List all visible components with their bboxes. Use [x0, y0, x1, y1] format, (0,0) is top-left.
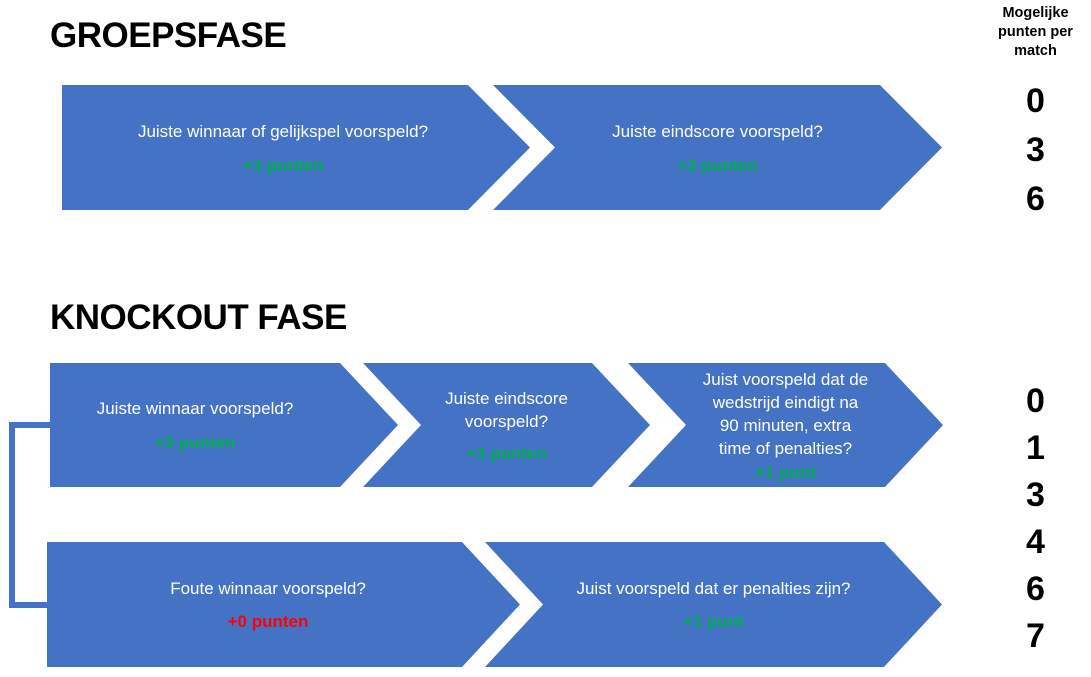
step-question: Juiste eindscore voorspeld? — [445, 388, 568, 431]
points-value: 3 — [1026, 131, 1045, 169]
arrow-shape — [493, 85, 942, 210]
arrow-knockout-row1-step-2: Juiste eindscore voorspeld? +3 punten — [363, 363, 650, 487]
points-value: 0 — [1026, 382, 1045, 420]
arrow-content: Foute winnaar voorspeld? +0 punten — [47, 542, 520, 667]
points-list-groepsfase: 0 3 6 — [980, 77, 1091, 224]
points-list-knockout: 0 1 3 4 6 7 — [980, 378, 1091, 660]
bracket-connector-bottom — [9, 602, 50, 608]
arrow-knockout-row1-step-3: Juist voorspeld dat de wedstrijd eindigt… — [628, 363, 943, 487]
step-question: Juist voorspeld dat er penalties zijn? — [576, 579, 851, 598]
arrow-groepsfase-step-1: Juiste winnaar of gelijkspel voorspeld? … — [62, 85, 530, 210]
bracket-connector-vertical — [9, 422, 15, 608]
arrow-shape — [47, 542, 520, 667]
points-value: 0 — [1026, 82, 1045, 120]
step-points: +0 punten — [227, 612, 309, 631]
points-value: 6 — [1026, 180, 1045, 218]
points-value: 6 — [1026, 570, 1045, 608]
step-question: Juist voorspeld dat de wedstrijd eindigt… — [702, 369, 869, 458]
step-points: +3 punten — [242, 155, 324, 175]
section-title-knockout: KNOCKOUT FASE — [50, 298, 347, 337]
arrow-shape — [62, 85, 530, 210]
arrow-groepsfase-step-2: Juiste eindscore voorspeld? +3 punten — [493, 85, 942, 210]
arrow-knockout-row2-step-1: Foute winnaar voorspeld? +0 punten — [47, 542, 520, 667]
arrow-shape — [50, 363, 398, 487]
points-column-header: Mogelijke punten per match — [998, 5, 1073, 59]
arrow-knockout-row1-step-1: Juiste winnaar voorspeld? +3 punten — [50, 363, 398, 487]
points-value: 7 — [1026, 617, 1045, 655]
section-title-groepsfase: GROEPSFASE — [50, 16, 287, 55]
points-value: 4 — [1026, 523, 1045, 561]
arrow-content: Juist voorspeld dat er penalties zijn? +… — [485, 542, 942, 667]
arrow-shape — [485, 542, 942, 667]
arrow-content: Juiste winnaar voorspeld? +3 punten — [50, 363, 398, 487]
step-points: +3 punten — [677, 155, 758, 175]
step-question: Juiste winnaar of gelijkspel voorspeld? — [137, 121, 429, 141]
step-question: Juiste winnaar voorspeld? — [96, 399, 294, 418]
arrow-knockout-row2-step-2: Juist voorspeld dat er penalties zijn? +… — [485, 542, 942, 667]
step-points: +3 punten — [154, 433, 236, 452]
step-question: Juiste eindscore voorspeld? — [612, 121, 823, 141]
bracket-connector-top — [9, 422, 50, 428]
step-points: +3 punten — [466, 443, 547, 463]
points-value: 3 — [1026, 476, 1045, 514]
step-points: +1 punt — [683, 612, 744, 631]
points-value: 1 — [1026, 429, 1045, 467]
step-points: +1 punt — [755, 462, 816, 482]
arrow-content: Juiste eindscore voorspeld? +3 punten — [363, 363, 650, 487]
arrow-content: Juiste eindscore voorspeld? +3 punten — [493, 85, 942, 210]
arrow-content: Juist voorspeld dat de wedstrijd eindigt… — [628, 363, 943, 487]
arrow-content: Juiste winnaar of gelijkspel voorspeld? … — [62, 85, 530, 210]
step-question: Foute winnaar voorspeld? — [170, 579, 366, 598]
